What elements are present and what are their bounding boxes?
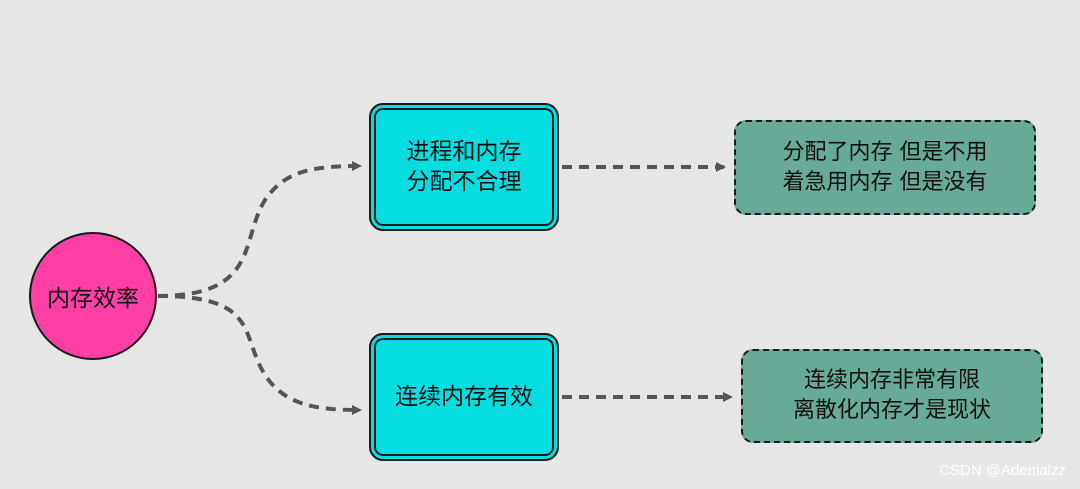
node-contiguous-memory: 连续内存有效 — [369, 333, 559, 461]
connector-root-to-contiguous — [157, 294, 362, 415]
note-line-1: 分配了内存 但是不用 — [782, 139, 988, 165]
node-label-line-1: 连续内存有效 — [395, 384, 533, 410]
watermark: CSDN @Adenialzz — [939, 462, 1066, 479]
note-line-2: 离散化内存才是现状 — [792, 398, 991, 423]
node-label-line-2: 分配不合理 — [406, 169, 522, 195]
note-line-2: 着急用内存 但是没有 — [782, 169, 988, 195]
note-line-1: 连续内存非常有限 — [803, 368, 980, 393]
root-node-memory-efficiency: 内存效率 — [29, 232, 157, 360]
node-process-memory-allocation: 进程和内存 分配不合理 — [369, 103, 559, 231]
root-node-label: 内存效率 — [47, 286, 139, 312]
node-label-line-1: 进程和内存 — [406, 139, 522, 165]
note-allocation-issue: 分配了内存 但是不用 着急用内存 但是没有 — [734, 120, 1036, 215]
connector-root-to-process — [157, 161, 362, 298]
note-fragmentation: 连续内存非常有限 离散化内存才是现状 — [741, 349, 1043, 443]
